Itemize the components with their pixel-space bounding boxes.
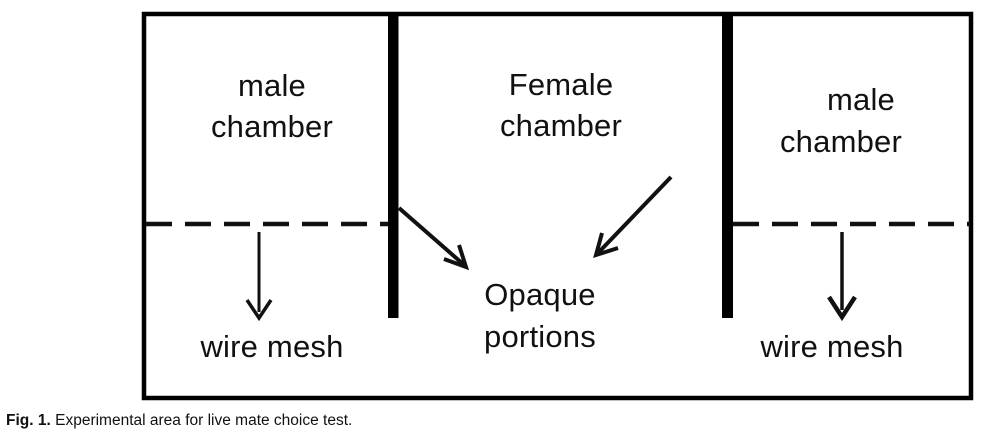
right-male-chamber-label-line2: chamber	[780, 124, 902, 159]
arrow-to-wire-mesh-left	[245, 232, 273, 322]
opaque-portions-label-line1: Opaque	[484, 277, 596, 312]
left-male-chamber-label-line1: male	[238, 68, 306, 103]
center-female-chamber-label-line2: chamber	[500, 108, 622, 143]
caption-figure-number: Fig. 1.	[6, 412, 51, 429]
caption-description: Experimental area for live mate choice t…	[55, 412, 353, 429]
experimental-area-box	[141, 11, 974, 401]
arrow-to-opaque-right	[593, 175, 673, 259]
experimental-area-diagram: male chamber Female chamber male chamber…	[141, 11, 974, 401]
center-female-chamber-label-line1: Female	[509, 67, 614, 102]
arrow-to-opaque-left	[397, 206, 470, 271]
caption-line: Fig. 1. Experimental area for live mate …	[6, 412, 352, 430]
right-opaque-divider	[722, 12, 733, 318]
wire-mesh-right-label: wire mesh	[759, 329, 903, 364]
left-male-chamber-label-line2: chamber	[211, 109, 333, 144]
figure-caption: Fig. 1. Experimental area for live mate …	[0, 412, 1004, 447]
opaque-portions-label-line2: portions	[484, 319, 596, 354]
left-opaque-divider	[388, 12, 399, 318]
wire-mesh-left-label: wire mesh	[199, 329, 343, 364]
arrow-to-wire-mesh-right	[827, 232, 857, 322]
right-male-chamber-label-line1: male	[827, 82, 895, 117]
